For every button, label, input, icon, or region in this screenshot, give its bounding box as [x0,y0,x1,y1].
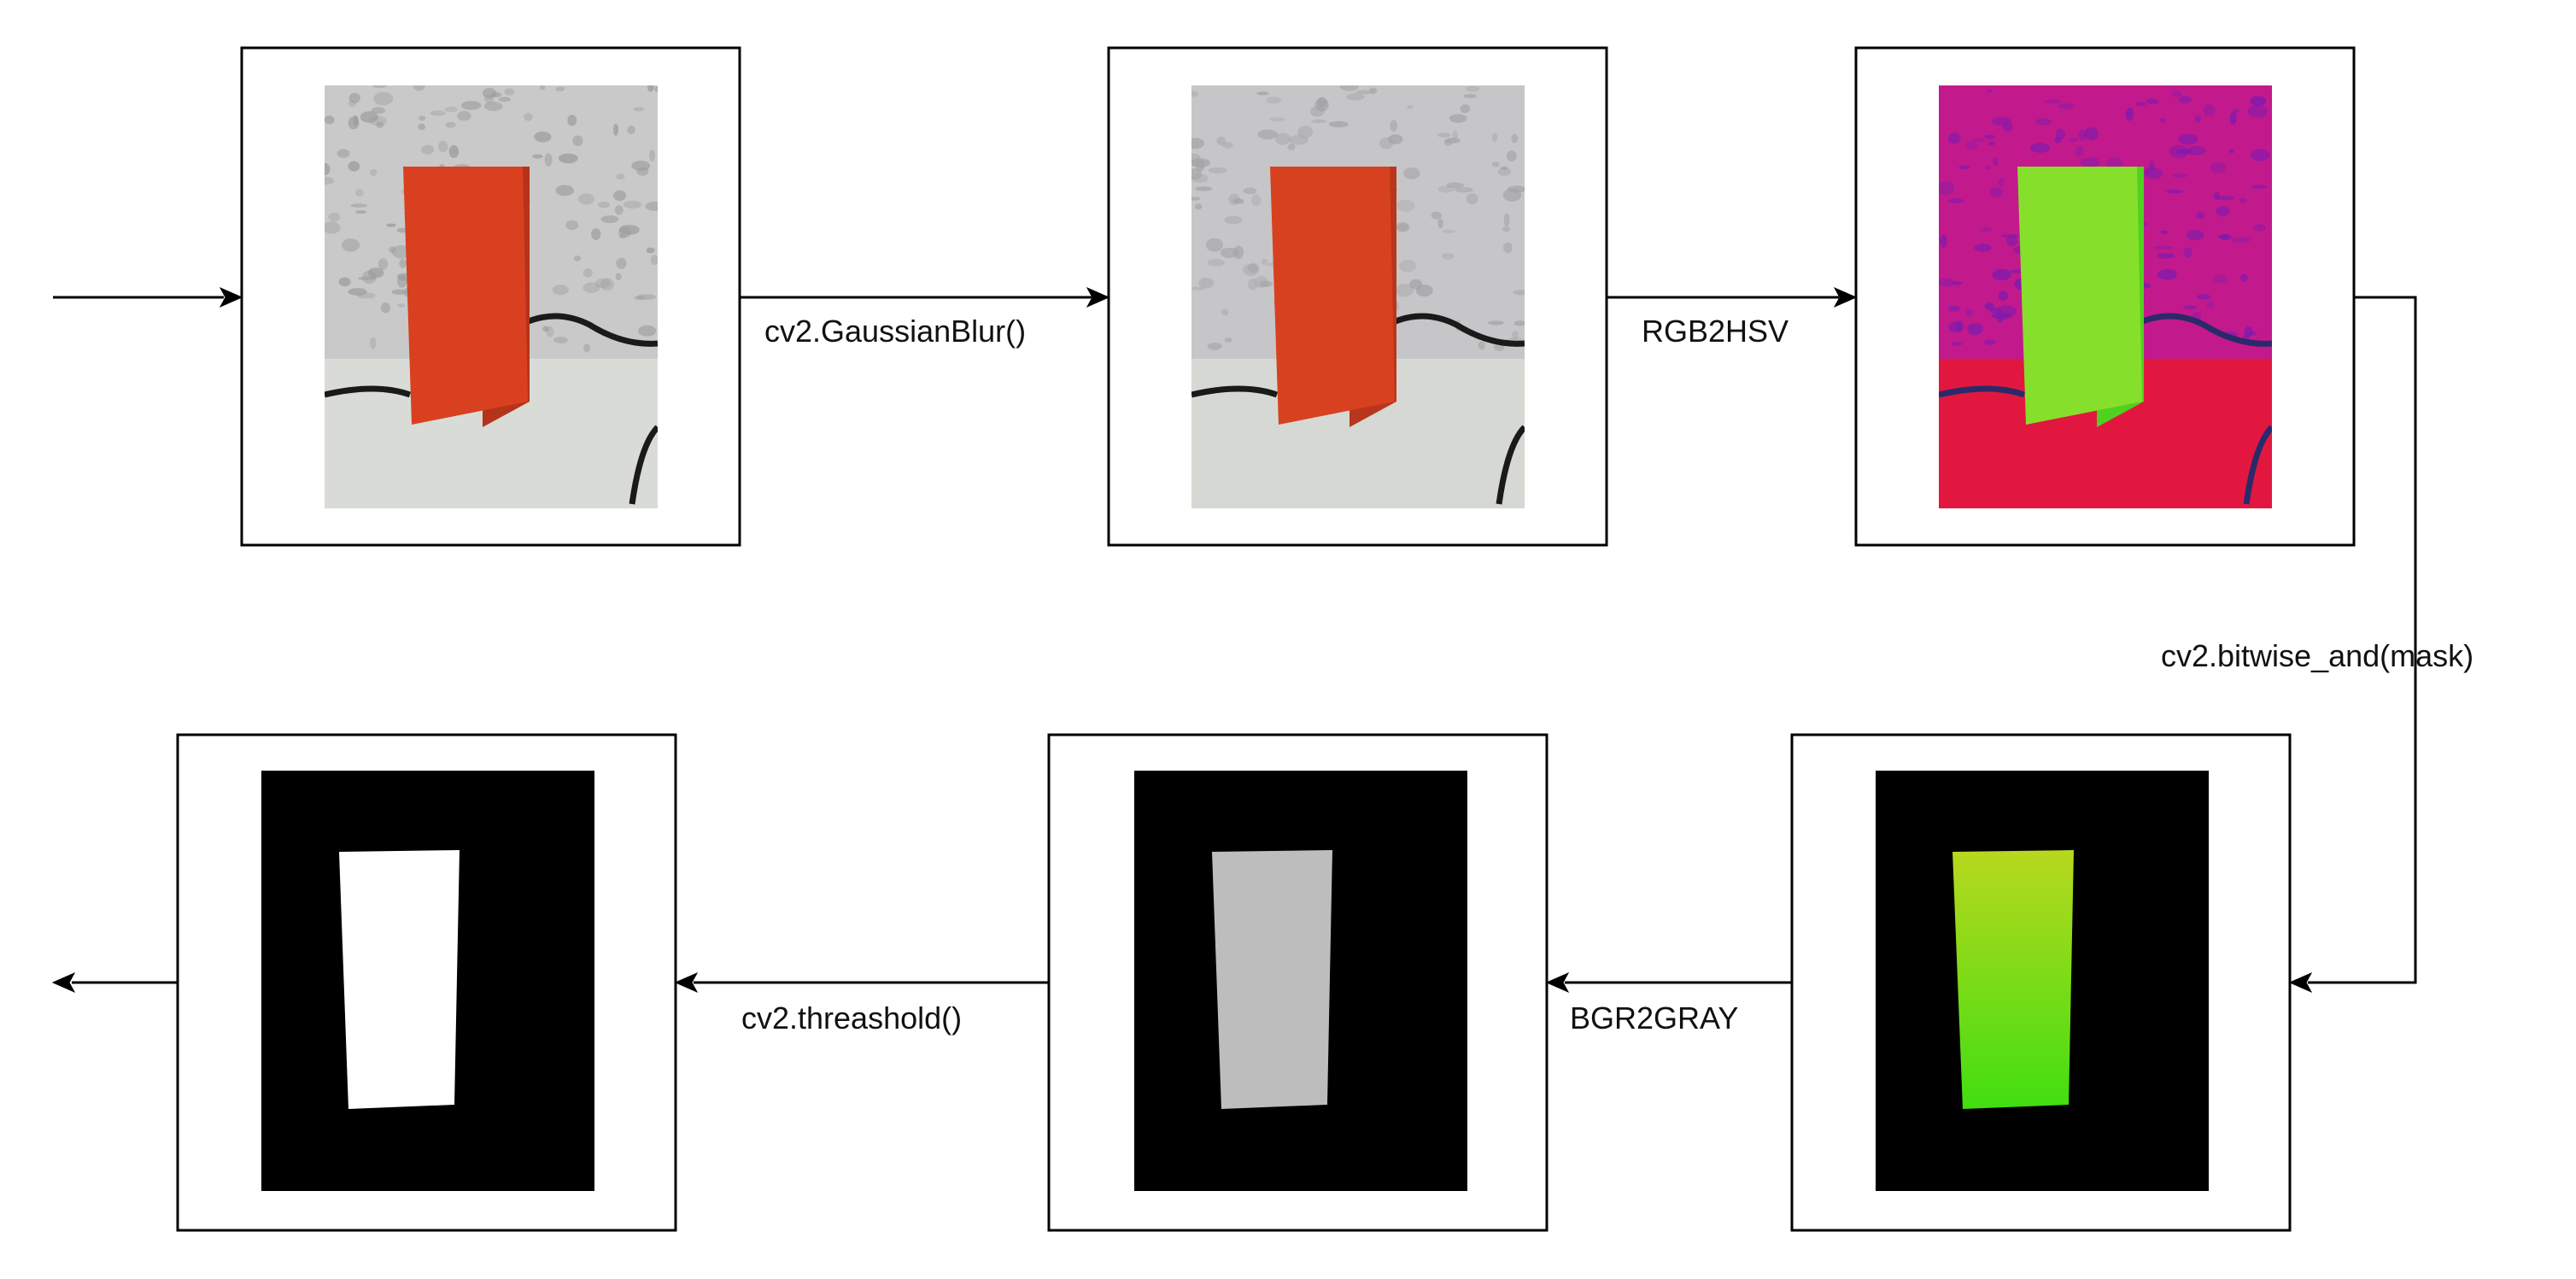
arrow-blur [740,286,1110,308]
label-bgr2gray: BGR2GRAY [1570,1000,1738,1036]
stage-input-photo [240,46,741,547]
arrow-hsv [1607,286,1858,308]
label-gaussian-blur: cv2.GaussianBlur() [764,314,1026,349]
masked-image-object [1952,850,2074,1109]
stage-masked-image [1790,733,2292,1232]
blurred-photo-image [1191,85,1525,508]
arrow-bitwise [2288,296,2417,994]
stage-gray-image [1047,733,1549,1232]
label-bitwise-and: cv2.bitwise_and(mask) [2161,638,2474,673]
label-rgb2hsv: RGB2HSV [1642,314,1789,349]
stage-hsv-image [1854,46,2356,547]
stage-blurred-photo [1107,46,1608,547]
binary-image-object [339,850,460,1109]
hsv-image-picture [1939,85,2272,508]
arrow-gray [1545,971,1792,994]
gray-image-object [1212,850,1332,1109]
input-photo-image [325,85,658,508]
arrow-threshold [674,971,1049,994]
stage-binary-image [176,733,677,1232]
label-threshold: cv2.threashold() [741,1000,962,1036]
arrow-output [51,971,178,994]
arrow-input [53,286,243,308]
